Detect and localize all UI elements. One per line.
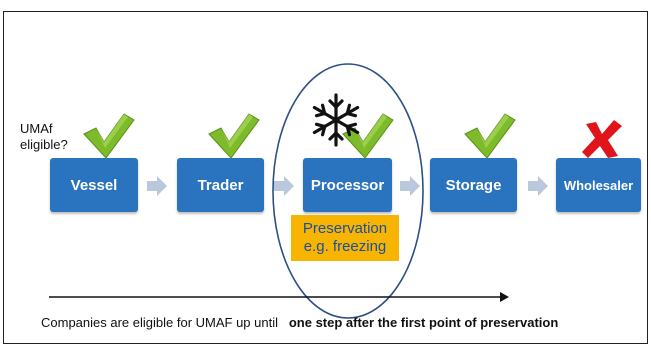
preservation-note: Preservation e.g. freezing [291, 215, 399, 261]
preservation-line1: Preservation [302, 220, 388, 237]
snowflake-icon [312, 93, 360, 147]
processor-highlight-ellipse [272, 63, 424, 319]
checkmark-icon [342, 113, 394, 159]
flow-arrow-icon [400, 176, 420, 196]
step-label-trader: Trader [197, 176, 244, 194]
caption-normal: Companies are eligible for UMAF up until [41, 315, 278, 330]
step-label-storage: Storage [445, 176, 502, 194]
checkmark-icon [464, 113, 516, 159]
preservation-line2: e.g. freezing [303, 238, 387, 255]
caption: Companies are eligible for UMAF up until… [41, 315, 646, 330]
checkmark-icon [208, 113, 260, 159]
step-label-processor: Processor [310, 176, 385, 194]
eligibility-question-line2: eligible? [20, 137, 68, 152]
step-box-wholesaler: Wholesaler [556, 158, 641, 212]
eligibility-question: UMAf eligible? [20, 121, 95, 153]
flow-arrow-icon [147, 176, 167, 196]
step-label-vessel: Vessel [70, 176, 118, 194]
eligibility-question-line1: UMAf [20, 121, 53, 136]
step-box-storage: Storage [430, 158, 517, 212]
step-box-vessel: Vessel [50, 158, 138, 212]
timeline-arrow [49, 292, 509, 302]
step-label-wholesaler: Wholesaler [563, 177, 634, 193]
flow-arrow-icon [528, 176, 548, 196]
caption-bold: one step after the first point of preser… [288, 315, 559, 330]
step-box-processor: Processor [303, 158, 392, 212]
flow-arrow-icon [274, 176, 294, 196]
checkmark-icon [83, 113, 135, 159]
step-box-trader: Trader [177, 158, 264, 212]
cross-icon [582, 120, 622, 158]
